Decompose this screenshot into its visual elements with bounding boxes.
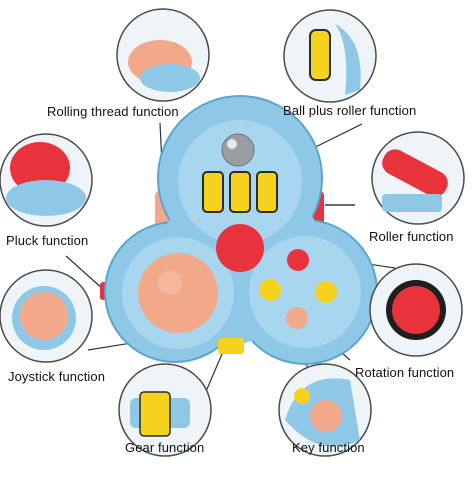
label-gear: Gear function	[125, 440, 205, 455]
inset-pluck	[0, 133, 93, 227]
label-key: Key function	[292, 440, 365, 455]
inset-roller	[371, 131, 465, 225]
inset-key	[278, 363, 372, 457]
inset-ball-plus-roller	[283, 9, 377, 103]
label-joystick: Joystick function	[8, 369, 106, 384]
label-rotation: Rotation function	[355, 365, 455, 380]
label-roller: Roller function	[369, 229, 454, 244]
fidget-pad-body	[100, 95, 378, 365]
label-rolling-thread: Rolling thread function	[47, 104, 179, 119]
inset-rolling-thread	[116, 8, 210, 102]
inset-joystick	[0, 269, 93, 363]
inset-rotation	[369, 263, 463, 357]
label-pluck: Pluck function	[6, 233, 89, 248]
inset-gear	[118, 363, 212, 457]
label-ball-plus-roller: Ball plus roller function	[283, 103, 417, 118]
